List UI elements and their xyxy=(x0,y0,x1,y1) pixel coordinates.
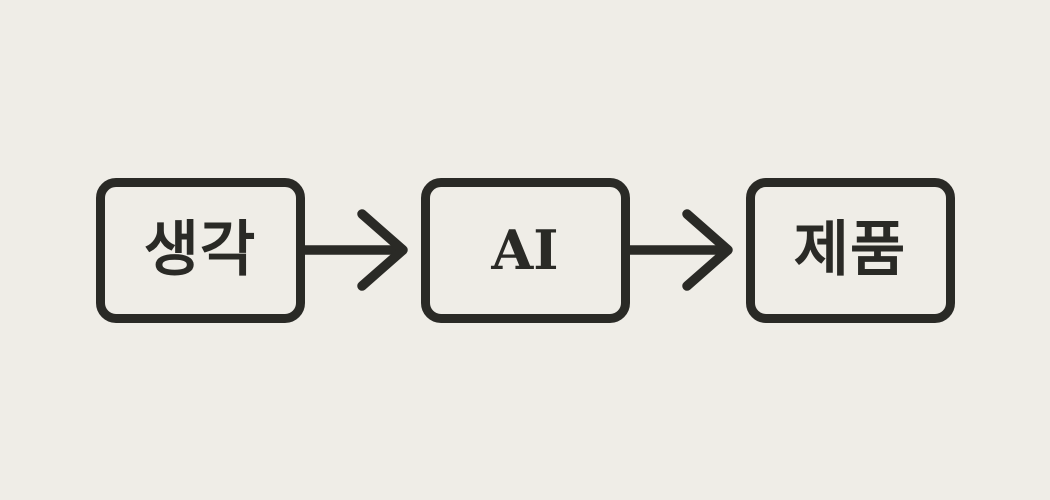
node-ai-label: AI xyxy=(491,218,559,282)
flow-diagram: 생각 AI 제품 xyxy=(95,177,955,323)
node-thought-label: 생각 xyxy=(143,216,257,283)
node-product: 제품 xyxy=(745,177,955,323)
node-ai: AI xyxy=(420,177,630,323)
node-product-label: 제품 xyxy=(793,216,907,283)
arrow-right-icon xyxy=(629,209,733,291)
node-thought: 생각 xyxy=(95,177,305,323)
arrow-right-icon xyxy=(304,209,408,291)
